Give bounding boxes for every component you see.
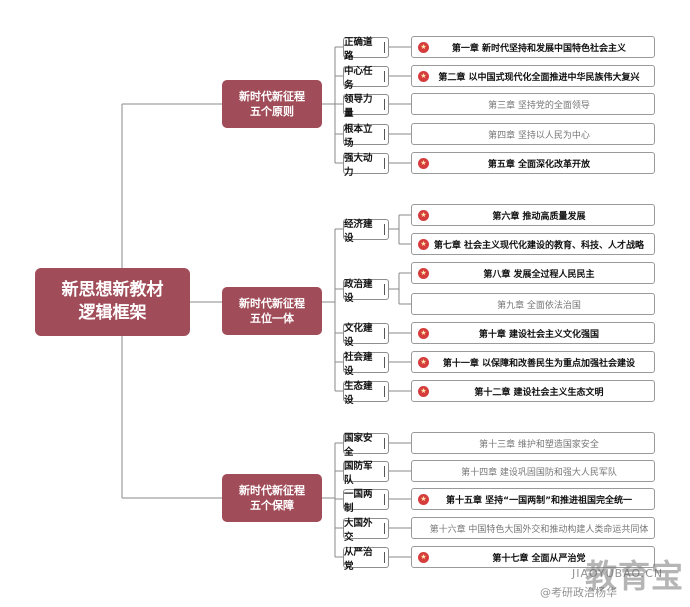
chapter-node: ★第十二章 建设社会主义生态文明 (411, 380, 655, 402)
branch-title-line2: 五个原则 (250, 105, 294, 118)
chapter-node: 第三章 坚持党的全面领导 (411, 93, 655, 115)
watermark-domain: JIAOYUBAO.CN (572, 567, 664, 580)
chapter-node: ★第八章 发展全过程人民民主 (411, 262, 655, 284)
category-node: 从严治党 (343, 547, 389, 572)
chapter-node: ★第六章 推动高质量发展 (411, 204, 655, 226)
branch-five-guarantees: 新时代新征程 五个保障 (222, 474, 322, 522)
chapter-node: 第十三章 维护和塑造国家安全 (411, 432, 655, 454)
branch-title-line1: 新时代新征程 (239, 484, 305, 497)
category-node: 经济建设 (343, 219, 389, 244)
category-node: 文化建设 (343, 323, 389, 348)
branch-title-line2: 五位一体 (250, 312, 294, 325)
category-node: 大国外交 (343, 518, 389, 543)
chapter-node: 第九章 全面依法治国 (411, 293, 655, 315)
category-node: 一国两制 (343, 489, 389, 514)
star-icon: ★ (418, 386, 429, 397)
star-icon: ★ (418, 357, 429, 368)
star-icon: ★ (418, 210, 429, 221)
category-node: 国家安全 (343, 433, 389, 458)
star-icon: ★ (418, 158, 429, 169)
star-icon: ★ (418, 328, 429, 339)
branch-five-principles: 新时代新征程 五个原则 (222, 80, 322, 128)
watermark-handle: @考研政治杨华 (540, 586, 617, 599)
category-node: 正确道路 (343, 37, 389, 62)
category-node: 领导力量 (343, 94, 389, 119)
chapter-node: ★第十五章 坚持“一国两制”和推进祖国完全统一 (411, 488, 655, 510)
chapter-node: ★第二章 以中国式现代化全面推进中华民族伟大复兴 (411, 65, 655, 87)
category-node: 国防军队 (343, 461, 389, 486)
chapter-node: ★第十章 建设社会主义文化强国 (411, 322, 655, 344)
category-node: 社会建设 (343, 352, 389, 377)
chapter-node: ★第十七章 全面从严治党 (411, 546, 655, 568)
root-node: 新思想新教材 逻辑框架 (35, 268, 190, 336)
star-icon: ★ (418, 239, 429, 250)
chapter-node: 第十六章 中国特色大国外交和推动构建人类命运共同体 (411, 517, 655, 539)
category-node: 生态建设 (343, 381, 389, 406)
chapter-node: ★第七章 社会主义现代化建设的教育、科技、人才战略 (411, 233, 655, 255)
category-node: 中心任务 (343, 66, 389, 91)
category-node: 强大动力 (343, 153, 389, 178)
branch-title-line2: 五个保障 (250, 499, 294, 512)
chapter-node: ★第十一章 以保障和改善民生为重点加强社会建设 (411, 351, 655, 373)
root-title-line1: 新思想新教材 (61, 280, 164, 300)
category-node: 政治建设 (343, 279, 389, 304)
root-title-line2: 逻辑框架 (78, 303, 147, 323)
chapter-node: ★第五章 全面深化改革开放 (411, 152, 655, 174)
chapter-node: ★第一章 新时代坚持和发展中国特色社会主义 (411, 36, 655, 58)
category-node: 根本立场 (343, 124, 389, 149)
branch-title-line1: 新时代新征程 (239, 297, 305, 310)
star-icon: ★ (418, 42, 429, 53)
watermark-logo: 教育宝 (585, 557, 685, 595)
branch-title-line1: 新时代新征程 (239, 90, 305, 103)
star-icon: ★ (418, 552, 429, 563)
branch-five-in-one: 新时代新征程 五位一体 (222, 287, 322, 335)
star-icon: ★ (418, 494, 429, 505)
chapter-node: 第四章 坚持以人民为中心 (411, 123, 655, 145)
star-icon: ★ (418, 268, 429, 279)
chapter-node: 第十四章 建设巩固国防和强大人民军队 (411, 460, 655, 482)
star-icon: ★ (418, 71, 429, 82)
